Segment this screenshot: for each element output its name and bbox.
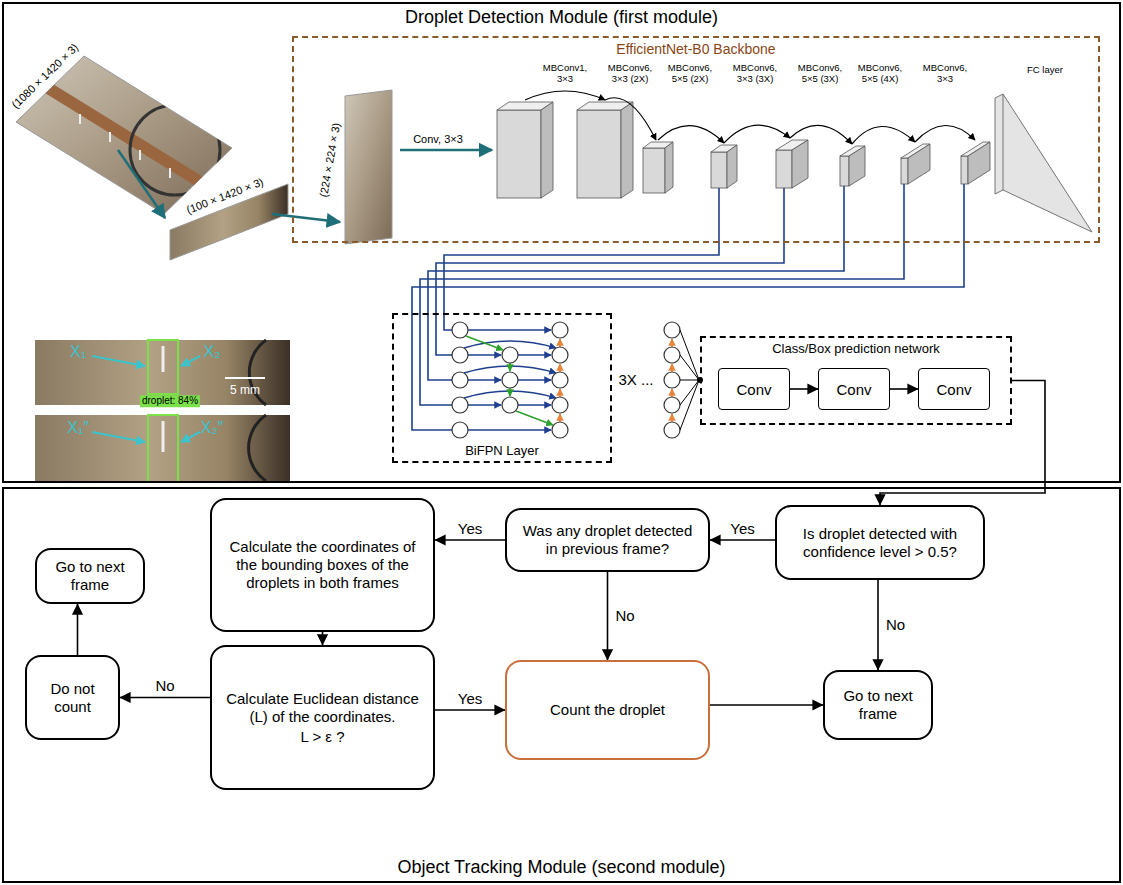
node-label: Conv bbox=[936, 381, 971, 398]
node-label: Calculate Euclidean distance (L) of the … bbox=[220, 690, 425, 726]
dimension-label: (224 × 224 × 3) bbox=[317, 122, 343, 198]
layer-label: MBConv6, 3×3 (2X) bbox=[601, 63, 659, 85]
process-box: Was any droplet detected in previous fra… bbox=[505, 508, 710, 572]
flow-connector bbox=[790, 388, 818, 390]
node-label: Was any droplet detected in previous fra… bbox=[515, 522, 700, 558]
flow-connector bbox=[120, 697, 210, 699]
layer-label: MBConv6, 3×3 (3X) bbox=[726, 63, 784, 85]
coordinate-label: X₁″ bbox=[67, 419, 89, 437]
node-label: Conv bbox=[836, 381, 871, 398]
layer-label: MBConv6, 5×5 (2X) bbox=[661, 63, 719, 85]
flow-connector bbox=[710, 704, 823, 706]
edge-label: Yes bbox=[456, 690, 484, 707]
group-heading: EfficientNet-B0 Backbone bbox=[294, 41, 1098, 57]
layer-label: MBConv6, 5×5 (4X) bbox=[851, 63, 909, 85]
edge-label: No bbox=[614, 607, 637, 624]
detection-label: droplet: 84% bbox=[140, 395, 200, 407]
detection-inset bbox=[35, 340, 290, 481]
edge-label: No bbox=[884, 616, 907, 633]
process-box: Calculate Euclidean distance (L) of the … bbox=[210, 645, 435, 790]
group-heading: Class/Box prediction network bbox=[702, 341, 1010, 356]
layer-label: FC layer bbox=[1027, 65, 1063, 76]
group-heading: BiFPN Layer bbox=[394, 443, 610, 458]
flow-connector bbox=[710, 539, 775, 541]
input-images bbox=[16, 56, 492, 260]
edge-label: No bbox=[153, 677, 176, 694]
conv-layer-box: Conv bbox=[718, 368, 790, 410]
flow-connector bbox=[435, 709, 505, 711]
layer-label: MBConv6, 3×3 bbox=[916, 63, 974, 85]
bifpn-graph bbox=[452, 322, 703, 438]
group-heading: Droplet Detection Module (first module) bbox=[4, 7, 1119, 28]
repeat-label: 3X ... bbox=[618, 371, 653, 388]
process-box: Calculate the coordinates of the boundin… bbox=[210, 498, 435, 632]
process-box: Go to next frame bbox=[823, 670, 933, 740]
node-label: Count the droplet bbox=[550, 701, 665, 719]
node-label: Calculate the coordinates of the boundin… bbox=[220, 538, 425, 592]
coordinate-label: X₁ bbox=[70, 343, 86, 361]
process-box: Is droplet detected with confidence leve… bbox=[775, 505, 985, 580]
backbone-layers bbox=[497, 94, 1092, 232]
dimension-label: (1080 × 1420 × 3) bbox=[9, 41, 81, 111]
edge-label: Yes bbox=[728, 520, 756, 537]
conv-layer-box: Conv bbox=[918, 368, 990, 410]
flow-connector bbox=[877, 580, 879, 670]
node-label: Is droplet detected with confidence leve… bbox=[785, 525, 975, 561]
dashed-group: BiFPN Layer bbox=[392, 313, 612, 463]
dimension-label: (100 × 1420 × 3) bbox=[185, 176, 265, 217]
layer-arcs bbox=[525, 91, 975, 144]
layer-label: MBConv6, 5×5 (3X) bbox=[791, 63, 849, 85]
node-label: Do not count bbox=[35, 680, 110, 716]
flow-connector bbox=[77, 604, 79, 655]
layer-label: Conv, 3×3 bbox=[413, 133, 463, 146]
flow-connector bbox=[322, 632, 324, 645]
node-label: L > ε ? bbox=[300, 728, 344, 746]
flow-connector bbox=[890, 388, 918, 390]
process-box: Count the droplet bbox=[505, 660, 710, 760]
flow-connector bbox=[607, 572, 609, 660]
process-box: Go to next frame bbox=[35, 548, 145, 604]
node-label: Conv bbox=[736, 381, 771, 398]
process-box: Do not count bbox=[25, 655, 120, 740]
node-label: Go to next frame bbox=[833, 687, 923, 723]
scale-label: 5 mm bbox=[230, 384, 260, 398]
edge-label: Yes bbox=[456, 520, 484, 537]
group-heading: Object Tracking Module (second module) bbox=[4, 857, 1119, 878]
flow-connector bbox=[435, 539, 505, 541]
dashed-group: Class/Box prediction networkConv Conv Conv bbox=[700, 336, 1012, 425]
coordinate-label: X₂″ bbox=[201, 419, 224, 437]
node-label: Go to next frame bbox=[45, 558, 135, 594]
conv-layer-box: Conv bbox=[818, 368, 890, 410]
feature-wires bbox=[412, 184, 964, 430]
layer-label: MBConv1, 3×3 bbox=[536, 63, 594, 85]
coordinate-label: X₂ bbox=[204, 343, 221, 361]
